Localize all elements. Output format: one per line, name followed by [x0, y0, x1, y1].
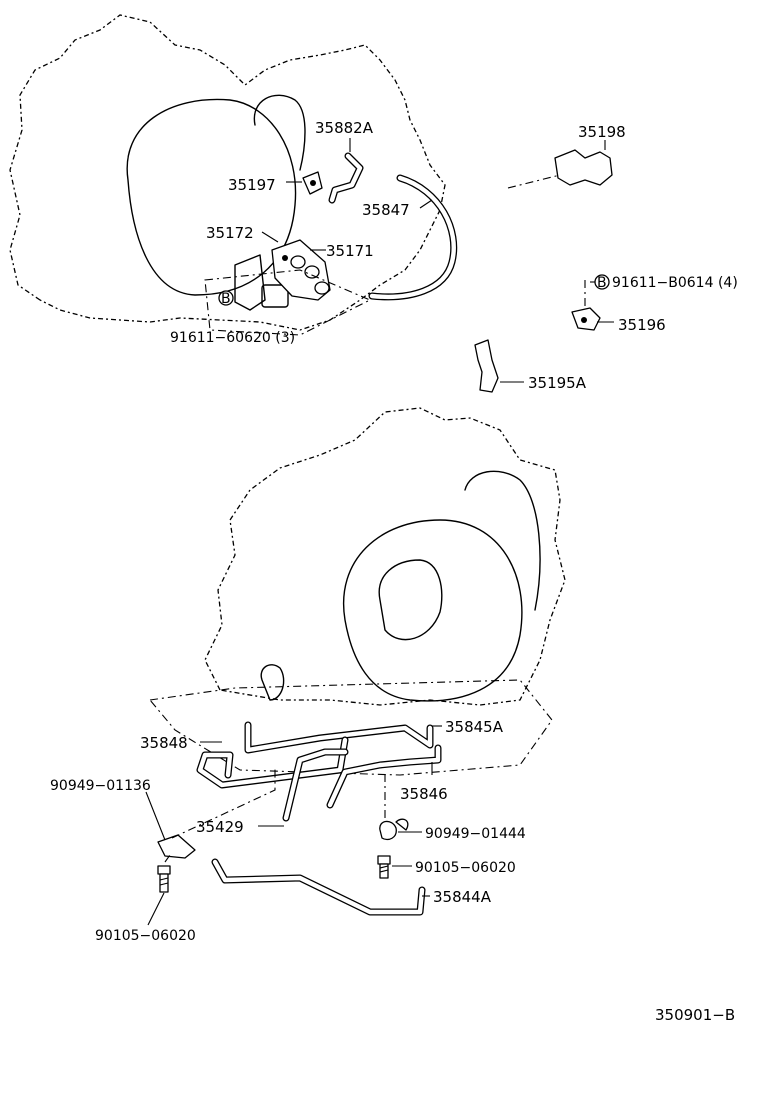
clamp-90949-01444-icon [379, 775, 409, 841]
callout-35848: 35848 [140, 734, 188, 752]
hose-35847-icon [368, 174, 458, 301]
clamp-35197-icon [302, 171, 323, 195]
callout-90105-06020-right: 90105−06020 [415, 860, 516, 876]
callout-35847: 35847 [362, 201, 410, 219]
diagram-id: 350901−B [655, 1006, 735, 1024]
callout-35846: 35846 [400, 785, 448, 803]
callout-35429: 35429 [196, 818, 244, 836]
callout-35195A: 35195A [528, 374, 587, 392]
bracket-90949-01136-icon [157, 768, 276, 859]
callout-35198: 35198 [578, 123, 626, 141]
cooler-pipes-icon [196, 721, 442, 822]
bolt-marker-label: B [597, 275, 607, 291]
bolt-marker-label-2: B [221, 291, 231, 307]
callout-90105-06020-left: 90105−06020 [95, 928, 196, 944]
callout-35882A: 35882A [315, 119, 374, 137]
bolt-60620-icon: B [218, 290, 234, 307]
clamp-35196-icon [571, 280, 601, 331]
callout-35171: 35171 [326, 242, 374, 260]
bolt-90105-06020-right-icon [377, 855, 391, 879]
assembly-dashline [204, 269, 372, 336]
callout-35196: 35196 [618, 316, 666, 334]
callout-35845A: 35845A [445, 718, 504, 736]
pipe-assembly-dashline [148, 679, 553, 776]
bracket-35198-icon [507, 149, 613, 189]
pipe-35844A-icon [211, 858, 426, 916]
leader-lines [145, 138, 614, 926]
bolt-90105-06020-left-icon [157, 854, 171, 893]
bracket-35195A-icon [474, 339, 499, 393]
bolt-b0614-icon: B [594, 274, 610, 291]
callout-90949-01444: 90949−01444 [425, 826, 526, 842]
callout-35844A: 35844A [433, 888, 492, 906]
callout-91611-B0614: 91611−B0614 (4) [612, 275, 738, 291]
callout-35197: 35197 [228, 176, 276, 194]
callout-35172: 35172 [206, 224, 254, 242]
upper-transaxle-housing-icon [9, 14, 446, 331]
callout-91611-60620: 91611−60620 (3) [170, 330, 295, 346]
pipe-35882A-icon [328, 152, 364, 204]
callout-90949-01136: 90949−01136 [50, 778, 151, 794]
lower-transaxle-housing-icon [204, 407, 566, 706]
